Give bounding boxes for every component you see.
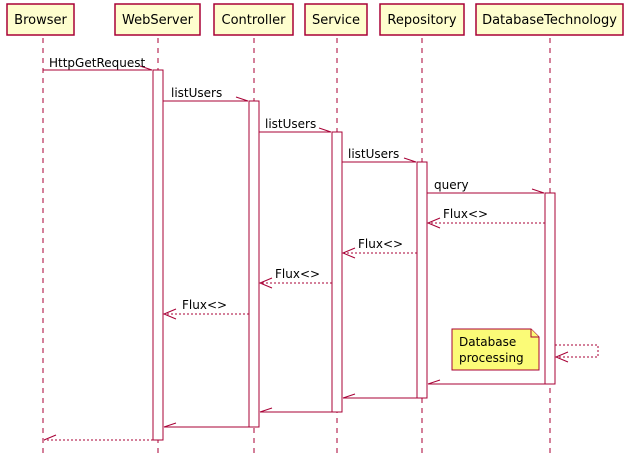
message-return-browser	[43, 434, 153, 441]
participant-label-controller: Controller	[222, 13, 287, 28]
message-label: HttpGetRequest	[49, 56, 145, 70]
message-label: query	[434, 178, 469, 192]
participant-databasetechnology[interactable]: DatabaseTechnology	[475, 3, 624, 36]
participant-service[interactable]: Service	[304, 3, 368, 36]
message-http-get-request: HttpGetRequest	[43, 56, 153, 71]
participant-controller[interactable]: Controller	[213, 3, 294, 36]
participant-webserver[interactable]: WebServer	[114, 3, 201, 36]
message-label: listUsers	[171, 86, 222, 100]
message-list-users-3: listUsers	[342, 147, 417, 163]
participant-label-service: Service	[312, 13, 360, 28]
message-label: Flux<>	[275, 267, 320, 281]
participant-repository[interactable]: Repository	[379, 3, 465, 36]
message-query: query	[427, 178, 545, 194]
message-return-webserver	[163, 422, 249, 428]
message-flux-return-4: Flux<>	[162, 298, 249, 320]
message-list-users-1: listUsers	[163, 86, 249, 102]
message-self-database	[554, 344, 599, 363]
message-return-controller	[259, 407, 332, 413]
message-label: Flux<>	[443, 207, 488, 221]
activation-controller	[248, 100, 260, 428]
participant-browser[interactable]: Browser	[6, 3, 75, 36]
activation-repository	[416, 161, 428, 399]
message-flux-return-1: Flux<>	[426, 207, 545, 229]
note-line-2: processing	[459, 351, 524, 365]
message-list-users-2: listUsers	[259, 117, 332, 133]
participant-label-browser: Browser	[14, 13, 67, 28]
message-label: Flux<>	[182, 298, 227, 312]
note-database-processing: Database processing	[451, 328, 540, 371]
message-return-service	[342, 393, 417, 399]
message-label: listUsers	[348, 147, 399, 161]
message-flux-return-3: Flux<>	[258, 267, 332, 289]
activation-databasetechnology	[544, 192, 556, 385]
participant-label-databasetechnology: DatabaseTechnology	[482, 13, 617, 28]
message-return-repository	[427, 379, 545, 385]
participant-label-repository: Repository	[387, 13, 456, 28]
message-label: Flux<>	[358, 237, 403, 251]
note-line-1: Database	[459, 335, 516, 349]
participant-label-webserver: WebServer	[122, 13, 194, 28]
activation-webserver	[152, 69, 164, 441]
message-label: listUsers	[265, 117, 316, 131]
activation-service	[331, 131, 343, 413]
message-flux-return-2: Flux<>	[341, 237, 417, 259]
